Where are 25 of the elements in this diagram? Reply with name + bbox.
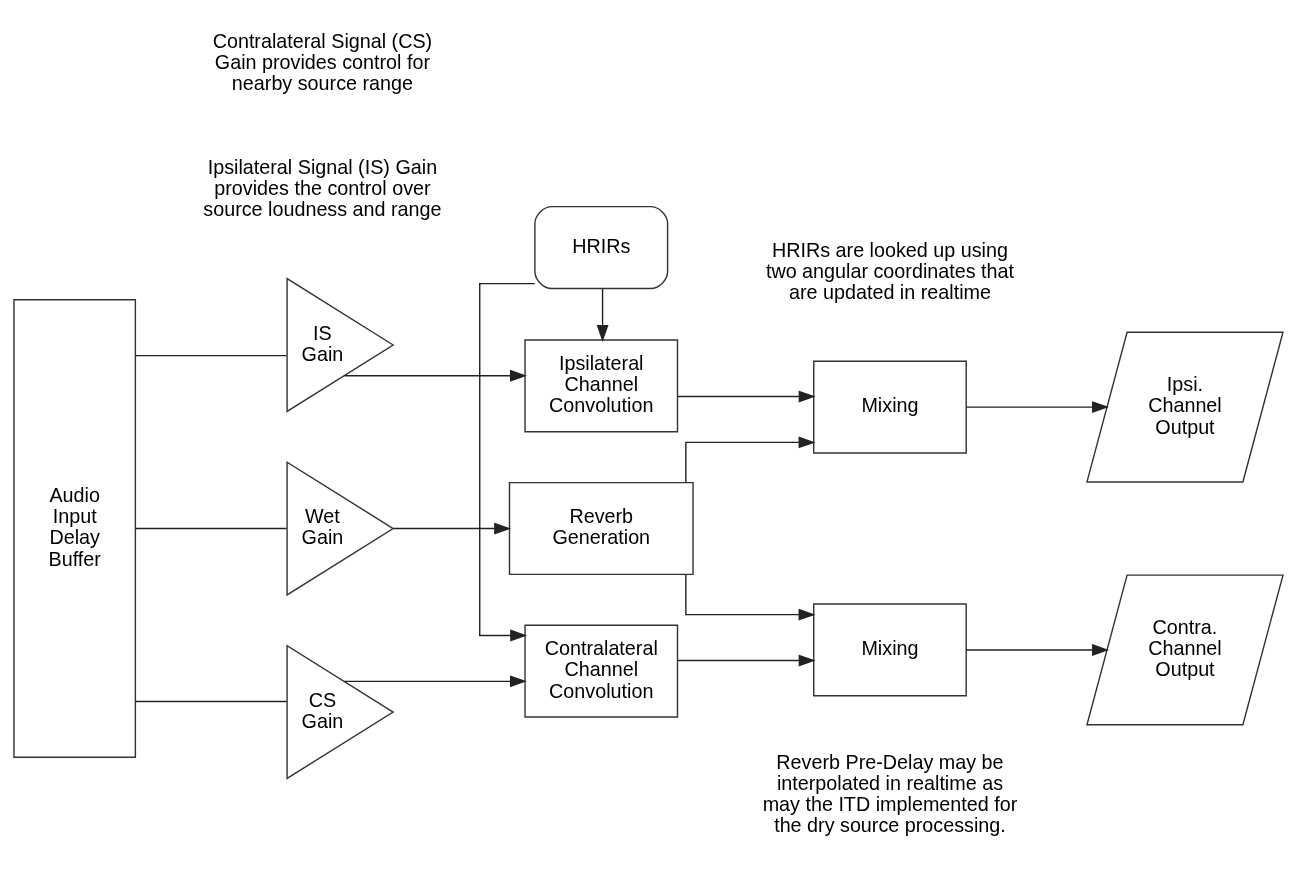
arrow <box>677 390 816 402</box>
label: Contralateral Signal (CS) Gain provides control for nearby source range <box>212 29 433 94</box>
label: Reverb Pre-Delay may be interpolated in realtime as may the ITD implemented for the dry source processing. <box>762 750 1018 836</box>
arrow <box>965 643 1110 656</box>
arrow <box>343 674 527 687</box>
arrow <box>392 522 512 534</box>
arrow <box>343 369 527 382</box>
node-box: Reverb Generation <box>508 481 694 575</box>
node-box: Contralateral Channel Convolution <box>524 624 679 718</box>
connector <box>135 354 288 356</box>
node-box: Mixing <box>813 360 967 454</box>
arrow <box>479 282 536 641</box>
label: HRIRs are looked up using two angular coordinates that are updated in realtime <box>765 238 1015 303</box>
arrow <box>596 287 609 342</box>
label: Ipsilateral Signal (IS) Gain provides the control over source loudness and range <box>203 155 442 220</box>
node-box: Ipsilateral Channel Convolution <box>524 338 679 433</box>
arrow <box>677 654 816 666</box>
node-box: HRIRs <box>534 205 669 289</box>
node-box: Mixing <box>813 602 967 697</box>
arrow <box>685 435 816 483</box>
arrow <box>685 573 816 621</box>
connector <box>135 700 288 702</box>
node-box: Audio Input Delay Buffer <box>13 298 137 758</box>
arrow <box>965 400 1110 413</box>
connector <box>135 527 288 529</box>
